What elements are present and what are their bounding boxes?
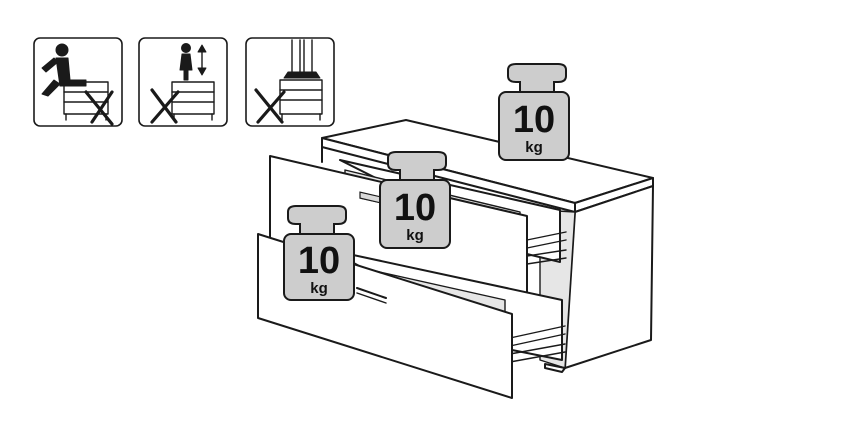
cabinet-side xyxy=(564,185,654,369)
weight-lower-drawer: 10 kg xyxy=(283,205,355,301)
no-climbing-icon xyxy=(138,37,228,127)
no-sitting-icon xyxy=(33,37,123,127)
weight-top: 10 kg xyxy=(498,63,570,161)
no-standing-icon xyxy=(245,37,335,127)
weight-top-value: 10 xyxy=(513,99,555,141)
weight-upper-drawer: 10 kg xyxy=(379,151,451,249)
weight-upper-drawer-unit: kg xyxy=(406,227,424,244)
weight-lower-drawer-value: 10 xyxy=(298,240,340,282)
weight-lower-drawer-unit: kg xyxy=(310,280,328,297)
weight-upper-drawer-value: 10 xyxy=(394,187,436,229)
cabinet xyxy=(321,119,654,373)
weight-top-unit: kg xyxy=(525,139,543,156)
